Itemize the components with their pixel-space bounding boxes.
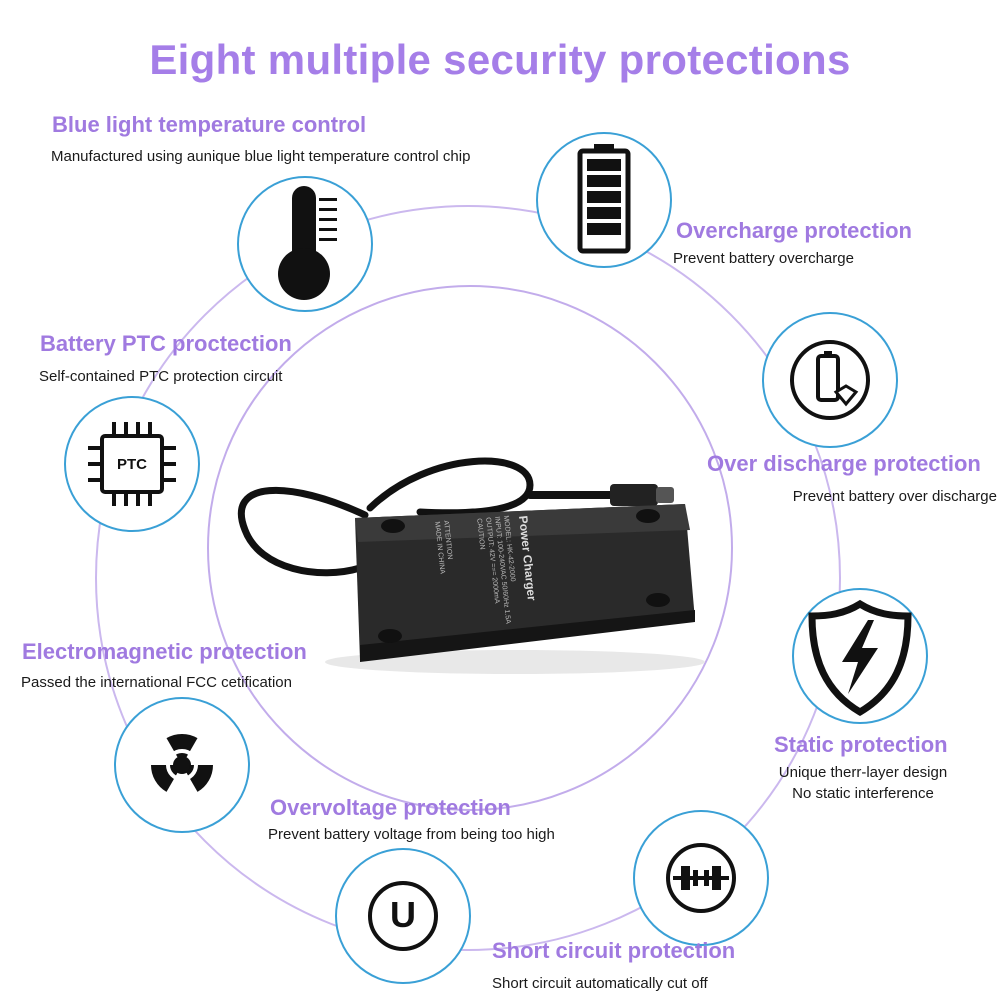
lightning-shield-icon <box>808 599 912 717</box>
feature-desc-overcharge: Prevent battery overcharge <box>673 250 854 267</box>
power-charger-image <box>237 457 705 674</box>
feature-desc-blue-light: Manufactured using aunique blue light te… <box>51 148 471 165</box>
feature-desc-static-line1: Unique therr-layer design <box>778 764 948 781</box>
icon-circle-electromagnetic <box>114 697 250 833</box>
short-circuit-icon <box>666 843 736 913</box>
feature-desc-electromagnetic: Passed the international FCC cetificatio… <box>21 674 292 691</box>
feature-title-electromagnetic: Electromagnetic protection <box>22 639 307 664</box>
thermometer-icon <box>278 186 337 300</box>
feature-desc-static-line2: No static interference <box>792 785 934 802</box>
feature-title-over-discharge: Over discharge protection <box>707 451 981 476</box>
feature-title-short-circuit: Short circuit protection <box>492 938 736 963</box>
icon-circle-short-circuit <box>633 810 769 946</box>
voltage-u-label: U <box>390 894 416 935</box>
page-title: Eight multiple security protections <box>149 36 851 83</box>
feature-title-battery-ptc: Battery PTC proctection <box>40 331 292 356</box>
ptc-chip-icon <box>88 422 176 506</box>
feature-desc-battery-ptc: Self-contained PTC protection circuit <box>39 368 283 385</box>
icon-circle-static <box>792 588 928 724</box>
feature-desc-short-circuit: Short circuit automatically cut off <box>492 975 708 992</box>
voltage-u-icon <box>368 881 438 951</box>
feature-desc-static: Unique therr-layer design No static inte… <box>748 762 978 804</box>
feature-title-blue-light: Blue light temperature control <box>52 112 367 137</box>
icon-circle-overvoltage: U <box>335 848 471 984</box>
battery-shield-icon <box>790 340 870 420</box>
battery-full-icon <box>577 144 631 254</box>
feature-title-overcharge: Overcharge protection <box>676 218 912 243</box>
feature-desc-overvoltage: Prevent battery voltage from being too h… <box>268 826 555 843</box>
icon-circle-over-discharge <box>762 312 898 448</box>
feature-title-static: Static protection <box>774 732 948 757</box>
radiation-icon <box>150 733 214 792</box>
icon-circle-blue-light <box>237 176 373 312</box>
feature-desc-over-discharge: Prevent battery over discharge <box>792 488 997 505</box>
icon-circle-overcharge <box>536 132 672 268</box>
ptc-chip-label: PTC <box>117 456 147 473</box>
feature-title-overvoltage: Overvoltage protection <box>270 795 511 820</box>
icon-circle-battery-ptc: PTC <box>64 396 200 532</box>
